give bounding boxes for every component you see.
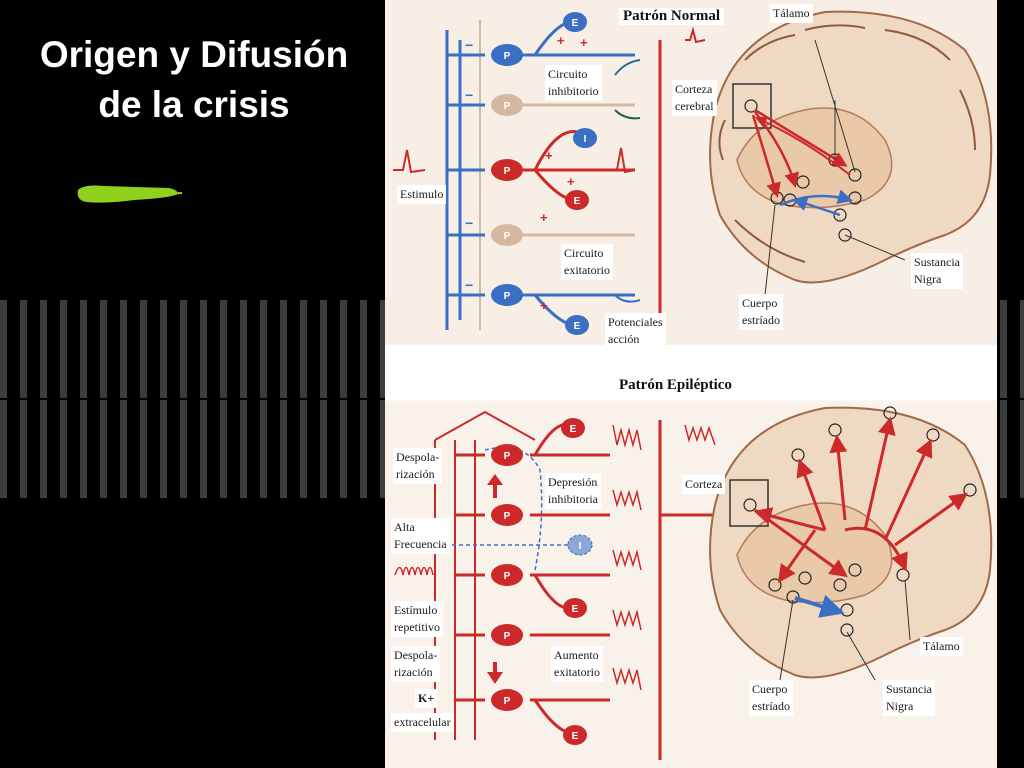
neuron-p-5: P xyxy=(504,291,511,302)
label-depresion-inhibitoria: Depresión inhibitoria xyxy=(545,473,601,509)
label-despolarizacion-1: Despola- rización xyxy=(393,448,443,484)
label-circuito-excitatorio: Circuito exitatorio xyxy=(561,244,613,280)
neuron-e-1: E xyxy=(572,18,579,29)
svg-text:−: − xyxy=(465,215,473,231)
label-circuito-inhibitorio: Circuito inhibitorio xyxy=(545,65,602,101)
neuron-p-1: P xyxy=(504,51,511,62)
brain-normal xyxy=(709,10,993,296)
svg-text:+: + xyxy=(557,33,565,48)
neuron-p-4: P xyxy=(504,231,511,242)
svg-text:+: + xyxy=(540,210,548,225)
label-aumento-excitatorio: Aumento exitatorio xyxy=(551,646,603,682)
svg-text:−: − xyxy=(465,37,473,53)
neuro-figure-drawing: P P P P P E I E E + + + + + + − − − − xyxy=(385,0,997,768)
label-estimulo-repetitivo: Estímulo repetitivo xyxy=(391,601,443,637)
label-cuerpo-estriado-top: Cuerpo estríado xyxy=(739,294,783,330)
svg-text:−: − xyxy=(465,87,473,103)
neuron-p-2: P xyxy=(504,101,511,112)
label-corteza-epileptic: Corteza xyxy=(682,475,726,494)
epi-neuron-p-4: P xyxy=(504,631,511,642)
label-estimulo: Estimulo xyxy=(397,185,447,204)
label-sustancia-nigra-top: Sustancia Nigra xyxy=(911,253,963,289)
label-alta-frecuencia: Alta Frecuencia xyxy=(391,518,450,554)
normal-pattern-header: Patrón Normal xyxy=(619,8,725,25)
brain-epileptic xyxy=(709,406,993,681)
svg-text:+: + xyxy=(540,298,548,313)
svg-text:+: + xyxy=(567,174,575,189)
epileptic-pattern-header: Patrón Epiléptico xyxy=(615,377,736,394)
epi-neuron-i-1: I xyxy=(579,541,582,552)
neuron-e-2: E xyxy=(574,196,581,207)
label-cuerpo-estriado-epileptic: Cuerpo estríado xyxy=(749,680,793,716)
neuro-figure: P P P P P E I E E + + + + + + − − − − xyxy=(385,0,997,768)
epi-neuron-p-1: P xyxy=(504,451,511,462)
epi-neuron-e-2: E xyxy=(572,604,579,615)
accent-brush-stroke xyxy=(77,185,183,203)
epi-neuron-p-5: P xyxy=(504,696,511,707)
svg-text:+: + xyxy=(580,35,588,50)
neuron-p-3: P xyxy=(504,166,511,177)
neurons-normal xyxy=(491,12,597,335)
label-talamo-top: Tálamo xyxy=(770,4,813,23)
label-corteza-cerebral: Corteza cerebral xyxy=(672,80,717,116)
neurons-epileptic xyxy=(491,418,593,745)
label-extracelular: extracelular xyxy=(391,713,454,732)
epi-neuron-p-3: P xyxy=(504,571,511,582)
label-potenciales-accion: Potenciales acción xyxy=(605,313,666,349)
slide-title: Origen y Difusión de la crisis xyxy=(39,34,349,125)
label-sustancia-nigra-epileptic: Sustancia Nigra xyxy=(883,680,935,716)
neuron-e-3: E xyxy=(574,321,581,332)
epi-neuron-e-3: E xyxy=(572,731,579,742)
svg-text:−: − xyxy=(465,277,473,293)
label-talamo-epileptic: Tálamo xyxy=(920,637,963,656)
label-despolarizacion-2: Despola- rización xyxy=(391,646,441,682)
epi-neuron-e-1: E xyxy=(570,424,577,435)
svg-text:+: + xyxy=(545,148,553,163)
epi-neuron-p-2: P xyxy=(504,511,511,522)
label-k-plus: K+ xyxy=(415,689,438,708)
neuron-i-1: I xyxy=(584,134,587,145)
